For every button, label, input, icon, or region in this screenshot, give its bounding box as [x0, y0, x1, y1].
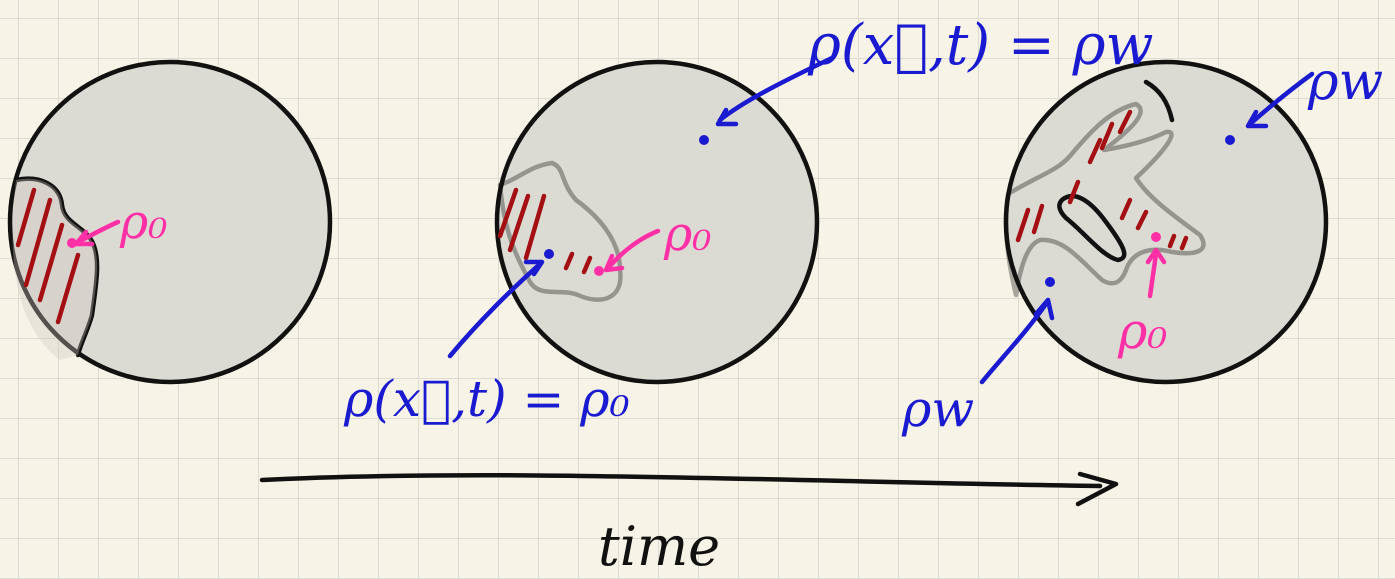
panel-3-arrowhead-rhow-bottom [1033, 297, 1055, 321]
panel-3-arrowhead-rho0 [1145, 247, 1167, 265]
panel-3-hatching [1015, 109, 1189, 251]
panel-2-arrow-rhow [717, 55, 835, 123]
panel-3-point-rhow-top [1225, 135, 1235, 145]
panel-3-boundary [1003, 101, 1206, 298]
panel-3-point-rho0 [1151, 232, 1161, 242]
panel-1 [7, 59, 333, 385]
panel-3-arrowhead-rhow-top [1245, 109, 1269, 129]
panel-2-label-rhow: ρ(x⃗,t) = ρw [808, 13, 1154, 78]
panel-2-point-rho0 [594, 266, 604, 276]
panel-2-arrow-rho0 [607, 228, 661, 269]
panel-2-disk [494, 59, 820, 385]
panel-3-finger-hole [1057, 193, 1127, 263]
panel-2-arrow-rho-x [447, 261, 543, 359]
panel-2-arrowhead-rho0 [603, 253, 625, 273]
panel-2-label-rho0: ρ₀ [664, 206, 712, 262]
panel-3-label-rhow-top: ρw [1308, 52, 1384, 112]
panel-2-arrowhead-rhow [715, 107, 739, 127]
panel-2-hatching [497, 187, 593, 275]
panel-2-point-rhow [699, 135, 709, 145]
panel-3-arrow-rho0 [1147, 251, 1159, 299]
panel-2-point-rho-x [544, 249, 554, 259]
time-arrow [259, 471, 1119, 507]
time-arrow-line [259, 472, 1103, 489]
panel-3-label-rho0: ρ₀ [1118, 302, 1168, 360]
panel-1-region [12, 178, 98, 360]
panel-1-arrowhead-rho0 [73, 229, 95, 247]
panel-3-finger-tip [1143, 79, 1175, 123]
panel-3-arrow-rhow-top [1247, 71, 1315, 127]
panel-1-label-rho0: ρ₀ [120, 194, 168, 250]
panel-1-hatching [15, 187, 81, 325]
panel-2-label-rho-x: ρ(x⃗,t) = ρ₀ [344, 370, 630, 428]
time-arrow-head [1075, 471, 1119, 507]
panel-1-disk [7, 59, 333, 385]
panel-3-point-rhow-bottom [1045, 277, 1055, 287]
panel-3 [979, 59, 1329, 385]
panel-2-arrowhead-rho-x [523, 259, 545, 277]
panel-2 [447, 55, 835, 385]
panel-3-label-rhow-bottom: ρw [902, 380, 975, 438]
time-label: time [598, 515, 721, 578]
panel-3-disk [1003, 59, 1329, 385]
